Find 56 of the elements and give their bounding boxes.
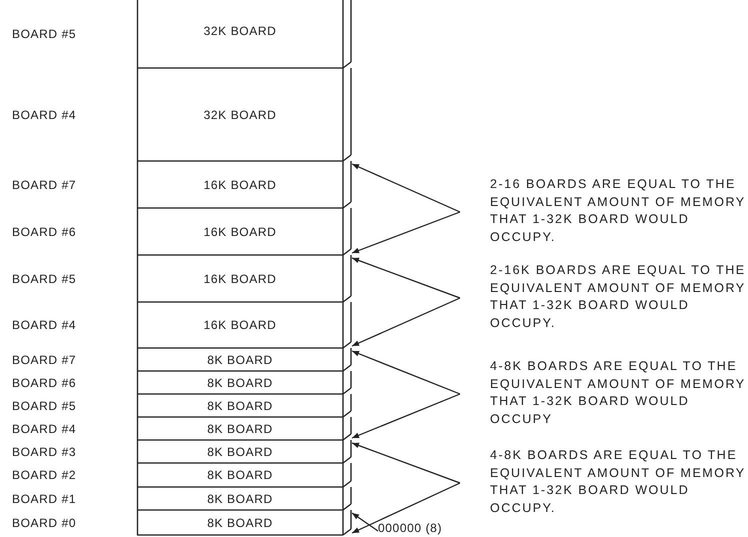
board-label: 8K BOARD <box>207 490 273 508</box>
memory-board <box>137 417 352 440</box>
memory-board <box>137 487 352 510</box>
leader-arrow <box>352 512 378 532</box>
board-label: 8K BOARD <box>207 374 273 392</box>
leader-arrow <box>352 393 460 439</box>
memory-board <box>137 161 352 208</box>
board-label: 16K BOARD <box>204 317 276 334</box>
board-slot-label: BOARD #6 <box>12 226 76 238</box>
board-slot-label: BOARD #6 <box>12 376 76 388</box>
board-label: 8K BOARD <box>207 444 273 460</box>
memory-board <box>137 394 352 417</box>
board-slot-label: BOARD #7 <box>12 354 76 366</box>
leader-arrow <box>352 350 460 395</box>
memory-board <box>137 0 352 68</box>
memory-board <box>137 255 352 302</box>
leader-arrow <box>352 482 460 534</box>
leader-arrow <box>352 297 460 347</box>
board-slot-label: BOARD #5 <box>12 28 76 40</box>
board-label: 8K BOARD <box>207 352 273 368</box>
board-slot-label: BOARD #5 <box>12 400 76 412</box>
note-text: 2-16K BOARDS ARE EQUAL TO THE EQUIVALENT AMOUNT OF MEMORY THAT 1-32K BOARD WOULD OCCUPY. <box>490 262 747 332</box>
board-slot-label: BOARD #4 <box>12 108 76 120</box>
board-slot-label: BOARD #0 <box>12 516 76 528</box>
memory-board <box>137 371 352 394</box>
memory-board <box>137 510 352 535</box>
board-label: 16K BOARD <box>204 176 276 194</box>
board-slot-label: BOARD #4 <box>12 319 76 331</box>
address-label: 000000 (8) <box>378 522 442 534</box>
memory-board <box>137 463 352 487</box>
leader-arrow <box>352 163 460 213</box>
board-label: 8K BOARD <box>207 398 273 414</box>
board-label: 8K BOARD <box>207 420 273 438</box>
board-slot-label: BOARD #1 <box>12 492 76 504</box>
board-slot-label: BOARD #5 <box>12 272 76 284</box>
board-label: 8K BOARD <box>207 514 273 532</box>
leader-arrow <box>352 442 460 484</box>
leader-arrow <box>352 257 460 299</box>
memory-board <box>137 440 352 463</box>
note-text: 4-8K BOARDS ARE EQUAL TO THE EQUIVALENT AMOUNT OF MEMORY THAT 1-32K BOARD WOULD OCCUPY. <box>490 447 746 516</box>
board-label: 32K BOARD <box>204 106 276 124</box>
memory-board <box>137 348 352 371</box>
board-slot-label: BOARD #4 <box>12 422 76 434</box>
note-text: 2-16 BOARDS ARE EQUAL TO THE EQUIVALENT AMOUNT OF MEMORY THAT 1-32K BOARD WOULD OCCUPY. <box>490 176 746 246</box>
board-slot-label: BOARD #3 <box>12 446 76 458</box>
board-slot-label: BOARD #7 <box>12 178 76 190</box>
memory-board <box>137 302 352 348</box>
note-text: 4-8K BOARDS ARE EQUAL TO THE EQUIVALENT AMOUNT OF MEMORY THAT 1-32K BOARD WOULD OCCUPY <box>490 358 746 428</box>
board-label: 8K BOARD <box>207 467 273 484</box>
leader-arrow <box>352 211 460 254</box>
board-label: 32K BOARD <box>204 23 276 40</box>
board-slot-label: BOARD #2 <box>12 469 76 481</box>
board-label: 16K BOARD <box>204 224 276 240</box>
memory-board <box>137 208 352 255</box>
board-label: 16K BOARD <box>204 270 276 288</box>
memory-board <box>137 68 352 161</box>
